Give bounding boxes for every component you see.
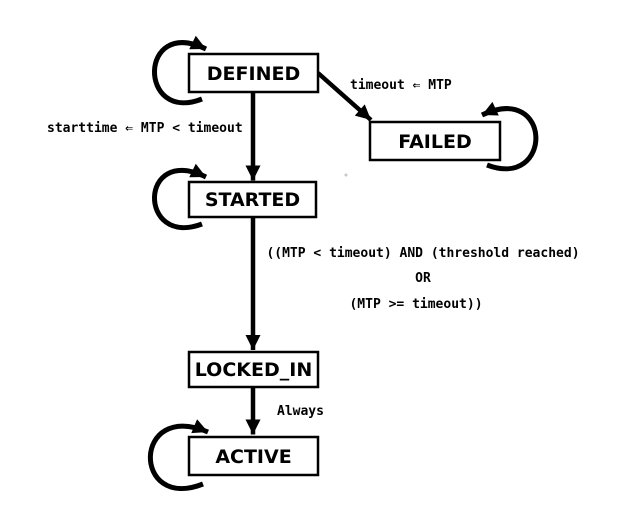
state-box-failed <box>368 120 502 162</box>
state-started: STARTED <box>187 180 318 219</box>
state-label-locked-in: LOCKED_IN <box>195 359 312 381</box>
states: DEFINED FAILED STARTED LOCKED_IN ACTIVE <box>187 52 502 477</box>
self-loop-failed-icon <box>480 101 539 172</box>
self-loop-started-icon <box>152 163 208 231</box>
edge-label-defined-started: starttime ⇐ MTP < timeout <box>47 121 243 136</box>
state-label-active: ACTIVE <box>215 446 291 468</box>
edge-label-locked-in-active: Always <box>277 404 324 419</box>
state-box-active <box>187 435 320 477</box>
edge-label-defined-failed: timeout ⇐ MTP <box>350 78 452 93</box>
state-box-defined <box>187 52 320 94</box>
self-loop-defined-icon <box>152 35 208 106</box>
state-box-started <box>187 180 318 219</box>
stray-dot <box>344 173 348 177</box>
state-locked-in: LOCKED_IN <box>187 350 320 389</box>
edges <box>147 35 539 492</box>
state-label-started: STARTED <box>205 189 300 211</box>
edge-label-condition-line1: ((MTP < timeout) AND (threshold reached) <box>266 246 579 261</box>
state-defined: DEFINED <box>187 52 320 94</box>
edge-label-condition-line2: OR <box>415 271 431 286</box>
state-label-defined: DEFINED <box>207 63 300 85</box>
state-label-failed: FAILED <box>398 131 471 153</box>
edge-defined-failed <box>316 71 373 122</box>
state-active: ACTIVE <box>187 435 320 477</box>
edge-label-condition-line3: (MTP >= timeout)) <box>349 297 482 312</box>
state-box-locked-in <box>187 350 320 389</box>
self-loop-active-icon <box>147 419 209 492</box>
state-failed: FAILED <box>368 120 502 162</box>
edge-labels: timeout ⇐ MTP starttime ⇐ MTP < timeout … <box>47 78 580 419</box>
